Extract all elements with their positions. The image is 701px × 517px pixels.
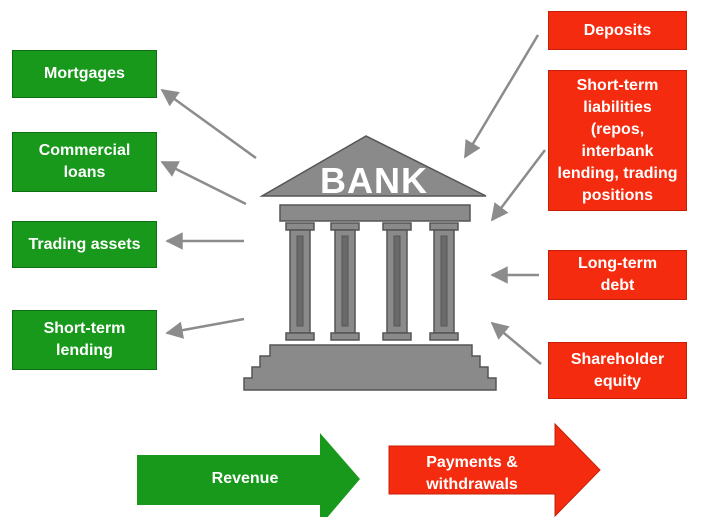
payments-withdrawals-label: Payments & withdrawals (426, 454, 518, 493)
shareholder-equity-box: Shareholder equity (548, 342, 687, 399)
bank-entablature (279, 204, 471, 222)
liability-connectors (463, 34, 546, 365)
bank-roof (259, 135, 487, 197)
bank-label: BANK (320, 160, 428, 201)
bank-building: BANK (243, 135, 497, 391)
bank-column-2 (330, 222, 360, 341)
commercial-loans-box: Commercial loans (12, 132, 157, 192)
bank-column-3 (382, 222, 412, 341)
long-term-debt-box: Long-term debt (548, 250, 687, 300)
short-term-liabilities-box: Short-term liabilities (repos, interbank… (548, 70, 687, 211)
short-term-lending-box: Short-term lending (12, 310, 157, 370)
connector-short-term-liabilities (490, 149, 546, 222)
asset-connectors (160, 88, 257, 339)
bank-column-4 (429, 222, 459, 341)
revenue-label: Revenue (211, 470, 279, 487)
connector-commercial-loans (160, 160, 247, 206)
deposits-box: Deposits (548, 11, 687, 50)
connector-deposits (463, 34, 540, 159)
connector-short-term-lending (165, 317, 245, 339)
payments-withdrawals-arrow (388, 422, 601, 517)
bank-column-1 (285, 222, 315, 341)
connector-shareholder-equity (490, 321, 542, 365)
mortgages-box: Mortgages (12, 50, 157, 98)
trading-assets-box: Trading assets (12, 221, 157, 268)
revenue-arrow (137, 433, 360, 517)
bank-steps (243, 344, 497, 391)
connector-mortgages (160, 88, 257, 160)
